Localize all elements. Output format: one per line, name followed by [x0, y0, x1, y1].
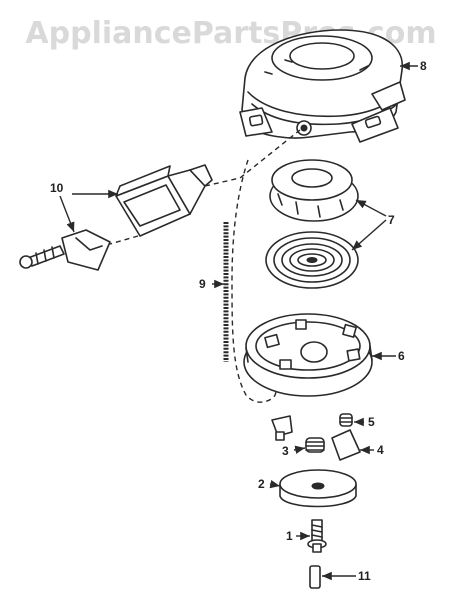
rope-path-handle [109, 235, 139, 245]
callout-3: 3 [282, 444, 289, 458]
leader-3 [293, 445, 306, 454]
spring-small [339, 413, 353, 427]
starter-handle [115, 164, 213, 237]
callout-4: 4 [377, 443, 384, 457]
callout-2: 2 [258, 477, 265, 491]
pawl-pivot [271, 415, 293, 441]
rope-path-upper [204, 129, 301, 187]
callout-9: 9 [199, 277, 206, 291]
retainer-cup [279, 469, 357, 508]
leader-10b [59, 195, 75, 233]
callout-1: 1 [286, 529, 293, 543]
callout-5: 5 [368, 415, 375, 429]
retainer-screw [307, 519, 327, 553]
callout-7: 7 [388, 213, 395, 227]
starter-housing [239, 29, 406, 143]
callout-11: 11 [358, 569, 371, 583]
leader-2 [269, 479, 281, 489]
callout-8: 8 [420, 59, 427, 73]
rope-pulley [243, 313, 373, 397]
rope-anchor-clip [19, 229, 111, 271]
pawl [331, 429, 361, 461]
callout-6: 6 [398, 349, 405, 363]
rope-path-down [231, 159, 277, 403]
callout-10: 10 [50, 181, 64, 195]
leader-7b [351, 219, 387, 251]
leader-7a [355, 199, 387, 217]
brake-spring [305, 437, 325, 453]
pin [309, 565, 321, 589]
spring-retainer-cup [269, 159, 359, 222]
recoil-spring [265, 231, 359, 289]
